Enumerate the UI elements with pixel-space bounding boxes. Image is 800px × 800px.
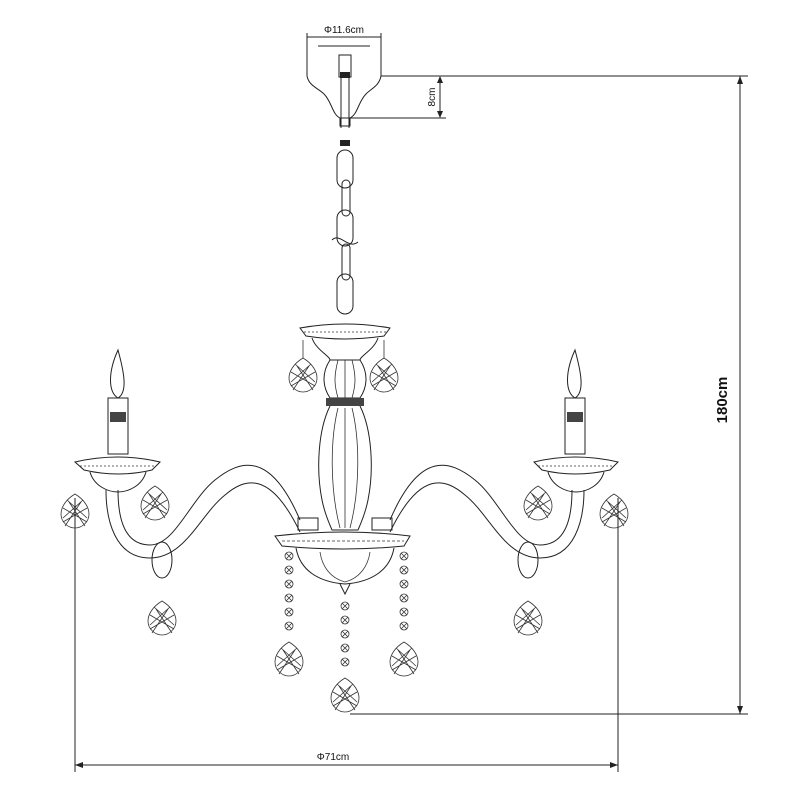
dimension-overall-diameter: Φ71cm bbox=[74, 498, 619, 772]
canopy bbox=[306, 45, 382, 146]
right-arm bbox=[371, 464, 585, 579]
dimension-canopy-height: 8cm bbox=[350, 75, 748, 119]
canopy-height-label: 8cm bbox=[427, 88, 438, 107]
overall-diameter-label: Φ71cm bbox=[317, 752, 349, 763]
left-arm bbox=[105, 464, 319, 579]
canopy-diameter-label: Φ11.6cm bbox=[324, 25, 364, 36]
chain bbox=[331, 149, 359, 315]
dimension-canopy-diameter: Φ11.6cm bbox=[306, 25, 382, 76]
dimension-total-height: 180cm bbox=[350, 76, 748, 715]
left-candle bbox=[60, 348, 177, 636]
lower-bowl bbox=[274, 531, 411, 596]
crystal-strands bbox=[274, 551, 419, 713]
central-column bbox=[288, 323, 399, 531]
right-candle bbox=[513, 348, 629, 636]
total-height-label: 180cm bbox=[714, 377, 731, 424]
